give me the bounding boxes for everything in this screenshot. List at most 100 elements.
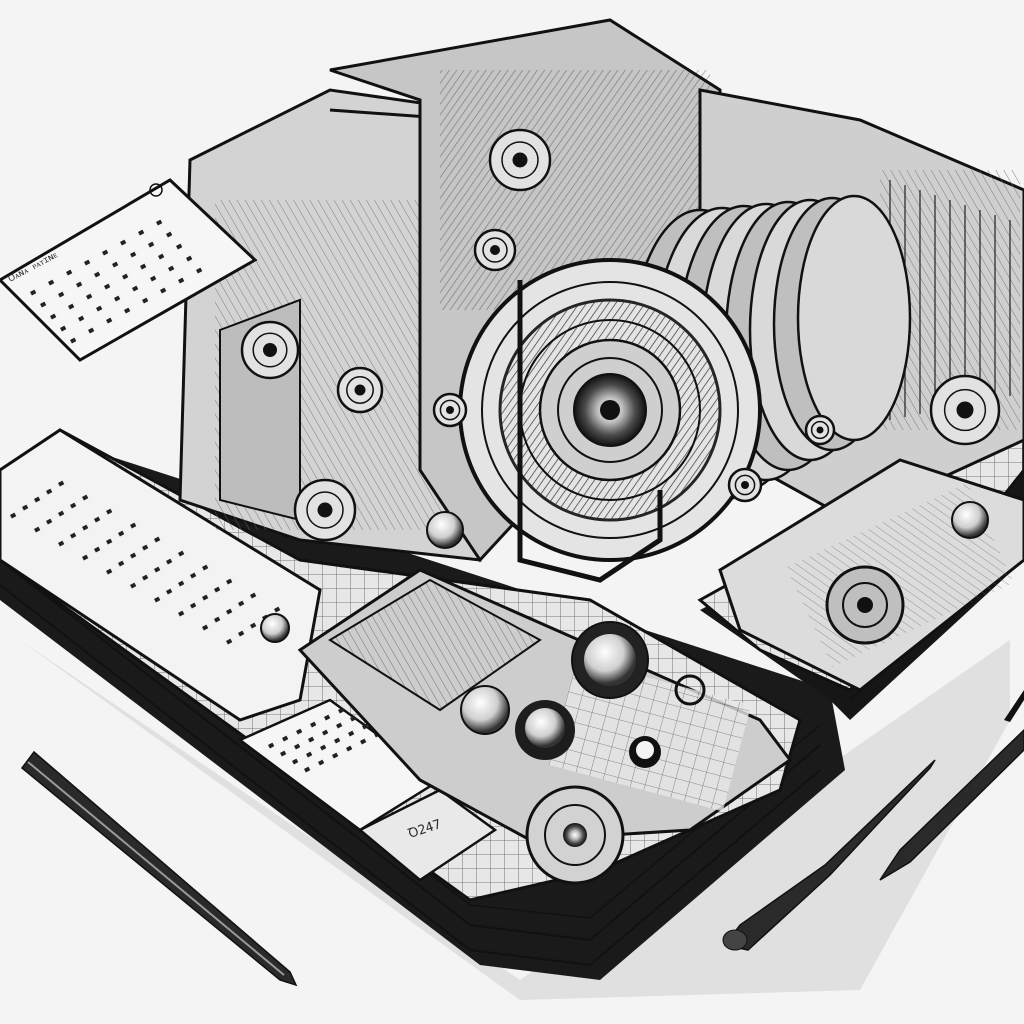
key-glyph [148,241,155,248]
key-glyph [226,638,233,645]
key-glyph [124,307,131,314]
key-glyph [282,735,289,742]
key-glyph [150,275,157,282]
key-glyph [140,263,147,270]
ink-pen-right [722,759,936,951]
key-glyph [50,313,57,320]
key-glyph [22,504,29,511]
key-glyph [359,738,367,745]
dial-ring [810,420,830,440]
key-glyph [118,560,125,567]
key-glyph [130,522,137,529]
dial-center [446,406,454,414]
dial-center [263,343,277,357]
lower-control-block [297,568,793,885]
key-glyph [40,301,47,308]
key-glyph [196,267,203,274]
key-glyph [70,337,77,344]
key-glyph [273,606,281,613]
key-glyph [250,622,257,629]
key-glyph [104,283,111,290]
key-glyph [178,277,185,284]
key-glyph [82,494,89,501]
key-glyph [154,566,161,573]
key-glyph [158,253,165,260]
large-lens-assembly [458,194,912,583]
key-glyph [176,243,183,250]
small-buttons [260,511,464,643]
key-glyph [58,540,65,547]
key-glyph [166,558,173,565]
dial-ring [252,332,288,368]
key-glyph [34,526,41,533]
key-glyph [337,707,345,714]
key-glyph [320,744,327,751]
key-glyph [154,596,161,603]
key-glyph [78,315,85,322]
dial-center [317,502,333,518]
key-glyph [93,546,101,553]
key-glyph [106,508,113,515]
key-glyph [34,496,41,503]
key-glyph [190,602,197,609]
key-glyph [106,538,113,545]
dial-center [741,481,749,489]
key-glyph [361,723,369,730]
key-glyph [323,714,331,721]
key-glyph [202,564,209,571]
key-glyph [76,281,83,288]
key-glyph [142,574,149,581]
key-glyph [94,271,101,278]
key-glyph [106,568,113,575]
key-glyph [82,524,89,531]
dial-center [816,426,824,434]
key-glyph [349,715,357,722]
key-glyph [82,554,89,561]
key-glyph [225,578,233,585]
key-glyph [87,327,95,334]
key-glyph [335,722,343,729]
key-glyph [237,600,245,607]
keypad-left-edge [0,428,322,722]
dial-center [956,401,974,419]
lens-barrel-ring [796,194,912,442]
key-glyph [348,730,355,737]
key-glyph [295,728,303,735]
key-glyph [48,279,55,286]
key-glyph [96,305,103,312]
key-glyph [122,273,129,280]
wall-dials [240,128,1001,542]
key-glyph [70,532,77,539]
key-glyph [279,750,287,757]
key-glyph [9,512,17,519]
key-glyph [112,261,119,268]
key-glyph [178,610,185,617]
key-glyph [60,325,67,332]
key-glyph [293,743,301,750]
key-glyph [142,544,149,551]
knob-icon [525,708,565,748]
console-knob-icon [951,501,989,539]
top-left-screw-icon [149,183,163,197]
key-glyph [118,530,125,537]
key-glyph [120,239,127,246]
key-glyph [102,249,109,256]
key-glyph [168,265,175,272]
key-glyph [154,536,161,543]
key-glyph [237,630,245,637]
dial-ring [346,376,374,404]
key-glyph [30,289,37,296]
key-glyph [190,572,197,579]
key-glyph [202,594,209,601]
key-glyph [213,616,221,623]
key-glyph [317,759,325,766]
key-glyph [86,293,93,300]
key-glyph [268,742,275,749]
ink-pen-far-right [879,690,1024,881]
key-glyph [306,751,313,758]
dial-center [354,384,366,396]
key-glyph [70,502,77,509]
key-glyph [165,588,173,595]
key-glyph [130,552,137,559]
